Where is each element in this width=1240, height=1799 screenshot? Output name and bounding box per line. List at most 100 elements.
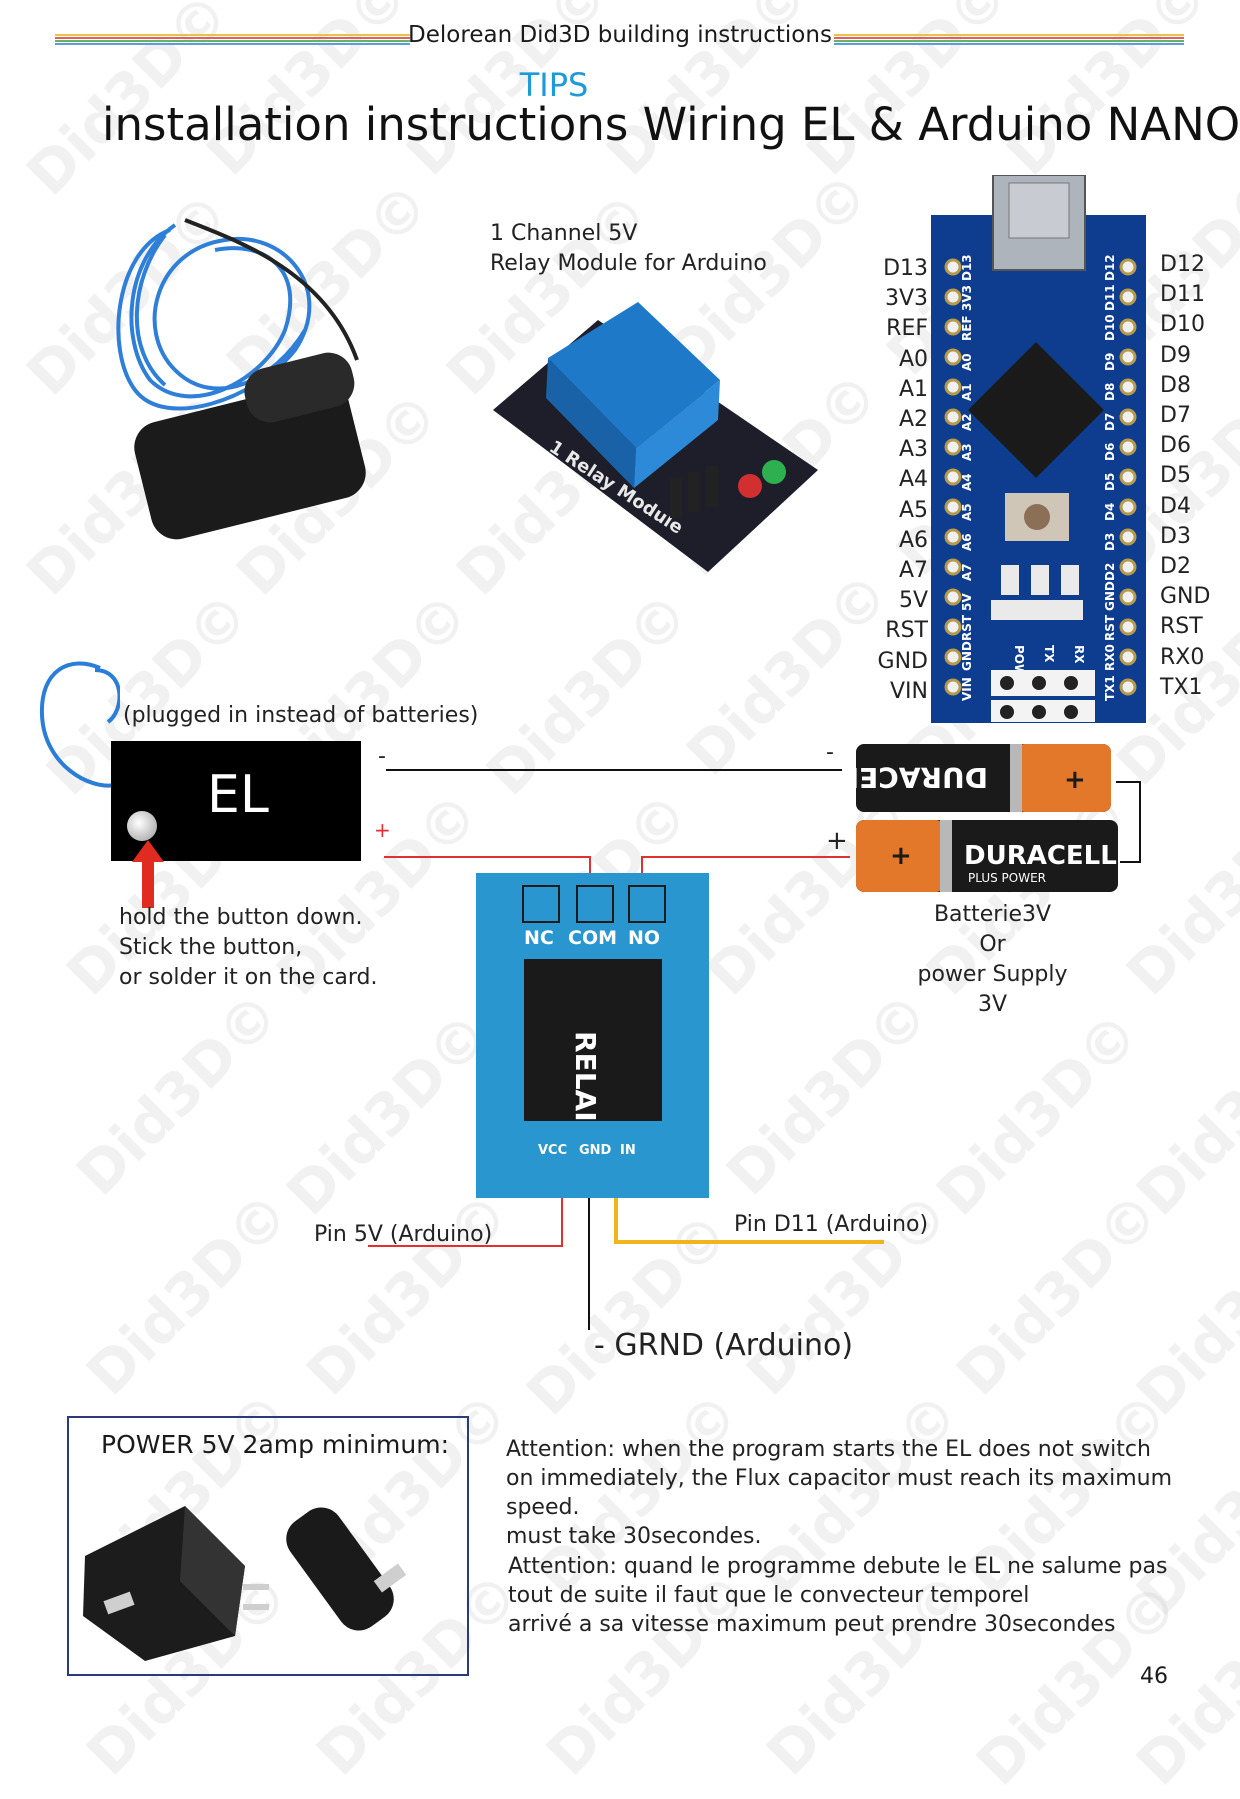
nano-silk-left-label: D13 (960, 254, 974, 281)
nano-silk-right-label: D3 (1103, 533, 1117, 551)
nano-pin-hole (1119, 558, 1137, 576)
nano-pin-hole (1119, 348, 1137, 366)
nano-right-pin-label: D3 (1160, 523, 1191, 549)
section-label: TIPS (519, 66, 589, 104)
svg-text:DURACELL: DURACELL (852, 761, 988, 794)
nano-right-pin-label: D7 (1160, 403, 1191, 428)
el-wire-loop-drawing (39, 661, 120, 788)
el-plugged-note: (plugged in instead of batteries) (123, 703, 479, 728)
nano-pin-hole (1119, 618, 1137, 636)
relay-board: NC COM NO RELAI VCC GND IN (476, 873, 709, 1198)
nano-left-pin-label: A0 (898, 346, 928, 372)
nano-silk-left-label: A4 (960, 473, 974, 491)
note-french: Attention: quand le programme debute le … (508, 1554, 1168, 1637)
nano-pin-hole (1119, 468, 1137, 486)
nano-silk-right-label: D9 (1103, 353, 1117, 371)
nano-right-pin-label: D5 (1160, 463, 1191, 489)
nano-silk-left-label: 3V3 (960, 285, 974, 311)
nano-pin-hole (944, 528, 962, 546)
nano-left-pin-label: A4 (898, 467, 928, 493)
nano-silk-right-label: D12 (1103, 254, 1117, 281)
nano-right-pin-label: GND (1160, 584, 1211, 610)
nano-silk-left-label: A7 (960, 563, 974, 581)
nano-right-pin-label: D10 (1160, 312, 1205, 338)
nano-silk-left-label: RST (960, 614, 974, 641)
nano-silk-left-label: A3 (960, 443, 974, 461)
nano-silk-right-label: GND (1103, 581, 1117, 611)
el-minus-label: - (378, 744, 386, 769)
el-wire-image (116, 218, 366, 540)
nano-pin-hole (1119, 288, 1137, 306)
nano-silk-left-label: A5 (960, 503, 974, 521)
el-label: EL (207, 765, 269, 825)
el-button-note: hold the button down. Stick the button, … (119, 905, 378, 990)
battery-plus-label: + (826, 826, 848, 856)
power-adapters-image (83, 1506, 407, 1661)
nano-pin-hole (944, 468, 962, 486)
nano-right-pin-label: D9 (1160, 342, 1191, 368)
nano-right-pin-label: TX1 (1160, 674, 1203, 700)
nano-silk-left-label: A1 (960, 383, 974, 401)
nano-right-pin-label: D8 (1160, 372, 1191, 398)
nano-pin-hole (944, 348, 962, 366)
relay-caption-line1: 1 Channel 5V (490, 221, 638, 246)
pin-gnd-label: GND (579, 1143, 612, 1158)
nano-silk-left-label: VIN (960, 677, 974, 701)
nano-right-pin-label: D2 (1160, 554, 1191, 579)
nano-left-pin-label: A6 (898, 527, 928, 553)
nano-pin-holes-right (1119, 258, 1137, 696)
page-number: 46 (1140, 1664, 1168, 1689)
terminal-no (628, 885, 666, 923)
nano-pin-hole (944, 438, 962, 456)
header-rule-right (834, 34, 1184, 46)
nano-silk-right-label: D8 (1103, 383, 1117, 401)
relay-chip: RELAI (524, 959, 662, 1122)
svg-text:+: + (1064, 765, 1086, 795)
nano-left-pin-label: REF (886, 316, 928, 342)
terminal-nc-label: NC (524, 927, 554, 949)
nano-silk-right-label: D11 (1103, 284, 1117, 311)
nano-pin-hole (1119, 528, 1137, 546)
nano-pin-hole (1119, 438, 1137, 456)
nano-left-pin-label: 5V (898, 588, 928, 614)
grnd-label: - GRND (Arduino) (594, 1328, 854, 1363)
nano-left-pin-label: GND (877, 648, 928, 674)
nano-pin-hole (944, 318, 962, 336)
nano-pin-hole (944, 558, 962, 576)
nano-silk-right-label: D2 (1103, 563, 1117, 581)
pin-d11-label: Pin D11 (Arduino) (734, 1212, 929, 1237)
battery-minus-label: - (826, 740, 834, 765)
nano-silk-left-label: REF (960, 315, 974, 341)
pin-5v-label: Pin 5V (Arduino) (314, 1222, 493, 1247)
nano-pin-hole (944, 648, 962, 666)
nano-right-pin-label: D6 (1160, 433, 1191, 459)
nano-silk-left-label: A6 (960, 533, 974, 551)
nano-right-pin-label: D4 (1160, 493, 1191, 519)
nano-pin-hole (944, 378, 962, 396)
svg-text:+: + (890, 841, 912, 871)
nano-pin-hole (944, 288, 962, 306)
nano-left-pin-label: VIN (890, 678, 928, 704)
nano-silk-right-label: D10 (1103, 314, 1117, 341)
el-button[interactable] (127, 811, 157, 841)
nano-silk-left-label: GND (960, 641, 974, 671)
nano-pin-hole (1119, 498, 1137, 516)
nano-pin-hole (1119, 378, 1137, 396)
nano-left-pin-label: RST (885, 618, 928, 644)
header-rule-left (55, 34, 410, 46)
power-supply-box: POWER 5V 2amp minimum: (67, 1416, 469, 1676)
nano-left-pin-label: A3 (898, 437, 928, 463)
nano-silk-right-label: D7 (1103, 413, 1117, 431)
pin-vcc-label: VCC (538, 1143, 568, 1158)
arrow-up-icon (132, 840, 164, 908)
document-header: Delorean Did3D building instructions (408, 22, 832, 48)
terminal-com-label: COM (568, 927, 618, 949)
power-box-title: POWER 5V 2amp minimum: (101, 1430, 449, 1459)
nano-pin-hole (1119, 648, 1137, 666)
nano-pin-hole (1119, 678, 1137, 696)
nano-pin-hole (1119, 258, 1137, 276)
nano-silk-left-label: A2 (960, 413, 974, 431)
